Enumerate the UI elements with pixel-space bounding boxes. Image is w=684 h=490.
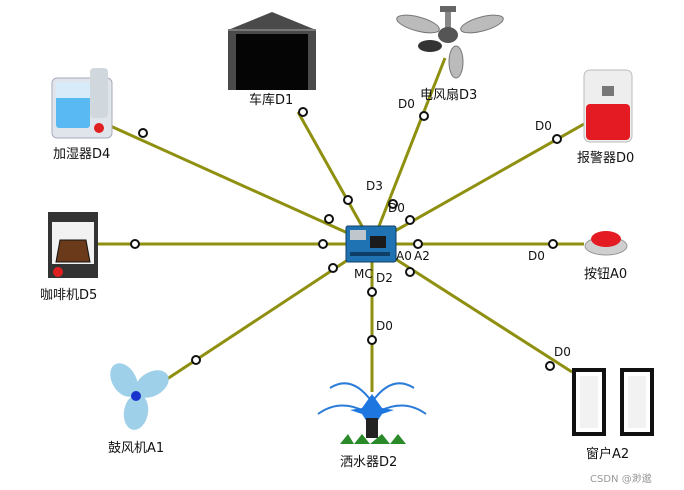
label-button: 按钮A0 — [584, 267, 627, 282]
wires — [98, 57, 585, 392]
wire-humidifier — [105, 122, 373, 246]
pin-label-fan-device: D0 — [398, 97, 415, 111]
pin-label-alarm-device: D0 — [535, 119, 552, 133]
hub-label: MC — [354, 267, 373, 281]
label-humidifier: 加湿器D4 — [53, 147, 110, 162]
labels: 车库D1 电风扇D3 加湿器D4 报警器D0 咖啡机D5 按钮A0 鼓风机A1 … — [40, 87, 652, 485]
watermark: CSDN @渺邈 — [590, 472, 652, 485]
alarm-icon[interactable] — [583, 69, 633, 143]
wire-connector-window-device[interactable] — [545, 361, 555, 371]
wire-connector-alarm-hub[interactable] — [405, 215, 415, 225]
wire-connector-sprinkler-hub[interactable] — [367, 287, 377, 297]
label-coffee: 咖啡机D5 — [40, 288, 97, 303]
sprinkler-icon[interactable] — [317, 382, 427, 444]
pin-label-button-hub: A2 — [414, 249, 430, 263]
window-icon[interactable] — [572, 368, 654, 436]
wire-connector-blower-device[interactable] — [191, 355, 201, 365]
label-sprinkler: 洒水器D2 — [340, 455, 397, 470]
label-blower: 鼓风机A1 — [108, 441, 164, 456]
wire-connector-coffee-device[interactable] — [130, 239, 140, 249]
garage-icon[interactable] — [228, 12, 316, 90]
label-window: 窗户A2 — [586, 446, 629, 462]
push-button-icon[interactable] — [584, 231, 628, 256]
pin-label-sprinkler-device: D0 — [376, 319, 393, 333]
wire-connector-garage-hub[interactable] — [343, 195, 353, 205]
coffee-machine-icon[interactable] — [48, 212, 98, 278]
pin-label-button-device: D0 — [528, 249, 545, 263]
wire-connector-button-hub[interactable] — [413, 239, 423, 249]
blower-fan-icon[interactable] — [105, 358, 174, 431]
wire-connector-garage-device[interactable] — [298, 107, 308, 117]
wire-connector-window-hub[interactable] — [405, 267, 415, 277]
wire-connector-fan-hub[interactable] — [388, 199, 398, 209]
label-alarm: 报警器D0 — [577, 150, 634, 166]
wire-connector-sprinkler-device[interactable] — [367, 335, 377, 345]
ceiling-fan-icon[interactable] — [395, 6, 505, 79]
wire-connector-humidifier-hub[interactable] — [324, 214, 334, 224]
label-fan: 电风扇D3 — [420, 87, 477, 103]
wire-connector-humidifier-device[interactable] — [138, 128, 148, 138]
label-garage: 车库D1 — [249, 92, 293, 108]
pin-label-window-device: D0 — [554, 345, 571, 359]
wire-window — [371, 242, 573, 374]
wire-blower — [157, 242, 373, 387]
wire-connector-coffee-hub[interactable] — [318, 239, 328, 249]
wire-fan — [370, 57, 447, 245]
wire-connector-alarm-device[interactable] — [552, 134, 562, 144]
microcontroller-board[interactable] — [345, 225, 397, 263]
wire-alarm — [371, 122, 585, 246]
pin-label-fan-hub: D0 — [388, 201, 405, 215]
pin-label-sprinkler-hub: D2 — [376, 271, 393, 285]
wire-connector-fan-device[interactable] — [419, 111, 429, 121]
wire-garage — [296, 111, 374, 245]
pin-label-garage-hub: D3 — [366, 179, 383, 193]
hub-extra-label: A0 — [396, 249, 412, 263]
wire-connector-button-device[interactable] — [548, 239, 558, 249]
humidifier-icon[interactable] — [51, 68, 113, 139]
wire-connector-blower-hub[interactable] — [328, 263, 338, 273]
